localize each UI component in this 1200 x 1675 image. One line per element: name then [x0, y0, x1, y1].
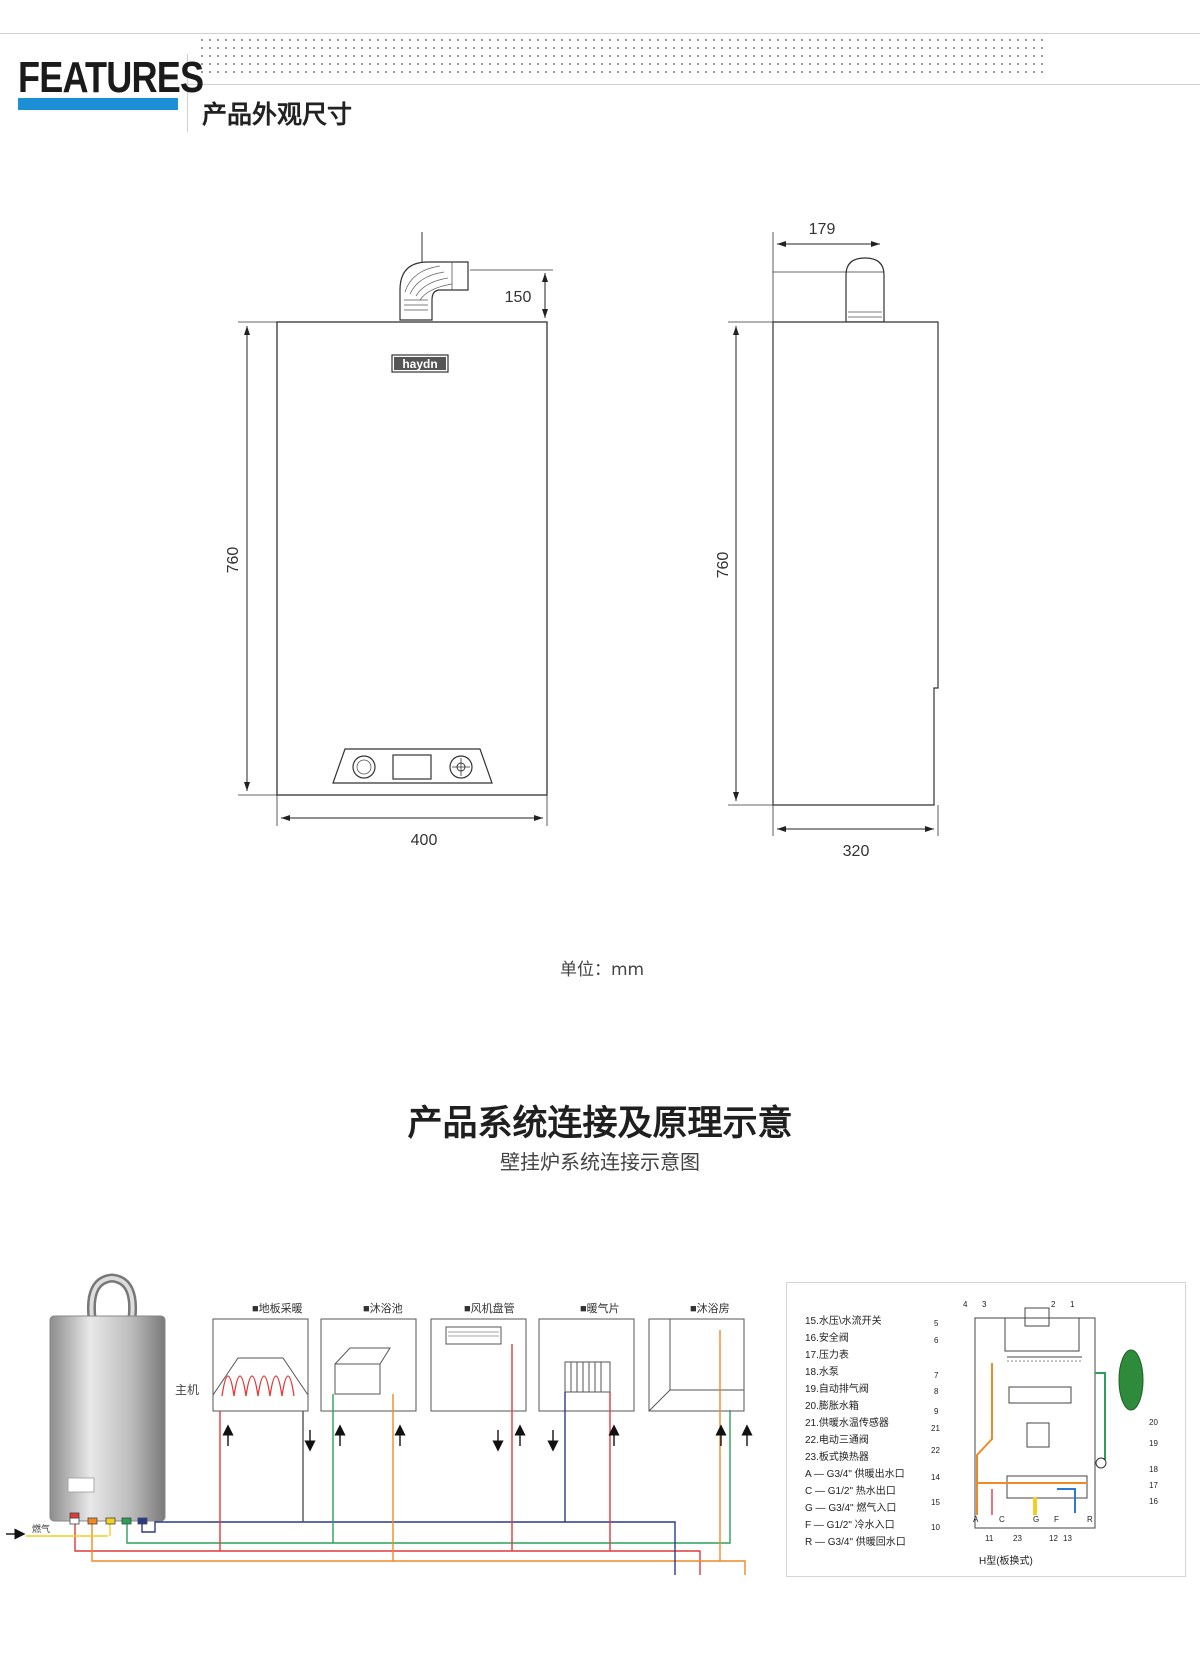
component-number: 7: [934, 1371, 939, 1380]
front-view: haydn 760 400 150: [225, 232, 553, 849]
pressure-gauge-icon: [352, 755, 376, 779]
system-subtitle: 壁挂炉系统连接示意图: [500, 1150, 700, 1174]
component-number: 3: [982, 1300, 987, 1309]
component-number: 12: [1049, 1534, 1058, 1543]
side-depth-label: 320: [843, 843, 870, 860]
terminal-radiator: ■暖气片: [538, 1301, 635, 1412]
component-number: 16: [1149, 1497, 1158, 1506]
system-title: 产品系统连接及原理示意: [407, 1104, 793, 1144]
component-number: 17: [1149, 1481, 1158, 1490]
header-rule-top: [0, 33, 1200, 34]
principle-diagram: 15.水压\水流开关 16.安全阀 17.压力表 18.水泵 19.自动排气阀 …: [805, 1300, 1158, 1567]
component-number: 11: [985, 1534, 994, 1543]
component-number: 18: [1149, 1465, 1158, 1474]
component-number: 4: [963, 1300, 968, 1309]
side-height-label: 760: [715, 552, 732, 579]
legend-item: 23.板式换热器: [805, 1450, 869, 1463]
side-view: 179 760 320: [715, 221, 939, 860]
legend-item: 22.电动三通阀: [805, 1433, 869, 1446]
legend-item: C — G1/2" 热水出口: [805, 1484, 896, 1497]
terminal-bath-tub: ■沐浴池: [320, 1302, 417, 1412]
legend-item: R — G3/4" 供暖回水口: [805, 1535, 906, 1548]
pipe-network: [74, 1330, 746, 1575]
component-number: 6: [934, 1336, 939, 1345]
terminal-shower-room: ■沐浴房: [648, 1302, 745, 1412]
legend-item: 17.压力表: [805, 1348, 849, 1361]
component-numbers: 4 3 2 1 5 6 7 8 9 21 22 14 15 10 20 19 1…: [931, 1300, 1158, 1543]
component-number: A: [973, 1515, 979, 1524]
front-height-label: 760: [225, 547, 242, 574]
component-number: 21: [931, 1424, 940, 1433]
terminal-label-5: ■沐浴房: [690, 1302, 730, 1315]
terminal-label-1: ■地板采暖: [252, 1301, 303, 1315]
component-number: 20: [1149, 1418, 1158, 1427]
side-boiler-body: [772, 321, 939, 806]
brand-plate-fill: [394, 357, 446, 370]
unit-label: 单位：mm: [560, 960, 645, 980]
host-label: 主机: [175, 1383, 199, 1397]
dot-pattern: [198, 36, 1048, 76]
boiler-internals: [974, 1307, 1096, 1529]
brand-logo: haydn: [402, 357, 437, 371]
terminal-fan-coil: ■风机盘管: [430, 1301, 527, 1412]
component-number: 9: [934, 1407, 939, 1416]
principle-diagram-panel: 15.水压\水流开关 16.安全阀 17.压力表 18.水泵 19.自动排气阀 …: [786, 1282, 1186, 1577]
legend-item: 18.水泵: [805, 1366, 839, 1378]
component-number: C: [999, 1515, 1005, 1524]
component-number: 10: [931, 1523, 940, 1532]
expansion-tank-icon: [1118, 1349, 1144, 1411]
component-number: G: [1033, 1515, 1039, 1524]
display-screen: [392, 754, 432, 780]
control-panel: [332, 748, 493, 784]
flue-height-label: 150: [505, 289, 532, 306]
component-number: 1: [1070, 1300, 1075, 1309]
component-number: 19: [1149, 1439, 1158, 1448]
terminal-label-2: ■沐浴池: [363, 1302, 403, 1315]
header-rule-bottom: [188, 84, 1200, 85]
component-number: 2: [1051, 1300, 1056, 1309]
internal-pipes: [976, 1363, 1106, 1515]
component-number: 8: [934, 1387, 939, 1396]
legend-item: A — G3/4" 供暖出水口: [805, 1467, 905, 1480]
legend-item: F — G1/2" 冷水入口: [805, 1518, 895, 1531]
component-legend: 15.水压\水流开关 16.安全阀 17.压力表 18.水泵 19.自动排气阀 …: [805, 1314, 906, 1548]
system-diagram: 主机 ■地板采暖 ■沐浴池 ■风机盘管 ■暖气片 ■沐浴房: [6, 1273, 753, 1575]
component-number: 22: [931, 1446, 940, 1455]
terminal-label-3: ■风机盘管: [464, 1301, 515, 1315]
component-number: 13: [1063, 1534, 1072, 1543]
gas-label: 燃气: [32, 1523, 50, 1534]
features-badge: FEATURES: [18, 53, 204, 102]
valves: [69, 1512, 148, 1525]
legend-item: 19.自动排气阀: [805, 1382, 869, 1395]
component-number: 5: [934, 1319, 939, 1328]
component-number: F: [1054, 1515, 1059, 1524]
front-flue: [399, 232, 469, 321]
component-number: 15: [931, 1498, 940, 1507]
front-width-label: 400: [411, 832, 438, 849]
legend-item: 16.安全阀: [805, 1331, 849, 1344]
flow-arrows: [222, 1424, 753, 1452]
section-title: 产品外观尺寸: [202, 100, 353, 129]
legend-item: 15.水压\水流开关: [805, 1314, 882, 1327]
legend-item: 21.供暖水温传感器: [805, 1416, 889, 1429]
terminal-label-4: ■暖气片: [580, 1301, 620, 1315]
legend-item: 20.膨胀水箱: [805, 1399, 859, 1412]
header-separator: [187, 54, 188, 132]
diagram-caption: H型(板换式): [979, 1554, 1033, 1567]
boiler-unit: [49, 1273, 166, 1522]
dimension-drawing: haydn 760 400 150 17: [225, 221, 939, 860]
component-number: 14: [931, 1473, 940, 1482]
component-number: 23: [1013, 1534, 1022, 1543]
side-flue-label: 179: [809, 221, 836, 238]
terminal-floor-heating: ■地板采暖: [212, 1301, 309, 1412]
features-underline: [18, 98, 178, 110]
legend-item: G — G3/4" 燃气入口: [805, 1501, 896, 1514]
pressure-gauge-icon-small: [1095, 1457, 1107, 1469]
component-number: R: [1087, 1515, 1093, 1524]
front-boiler-body: [276, 321, 548, 796]
